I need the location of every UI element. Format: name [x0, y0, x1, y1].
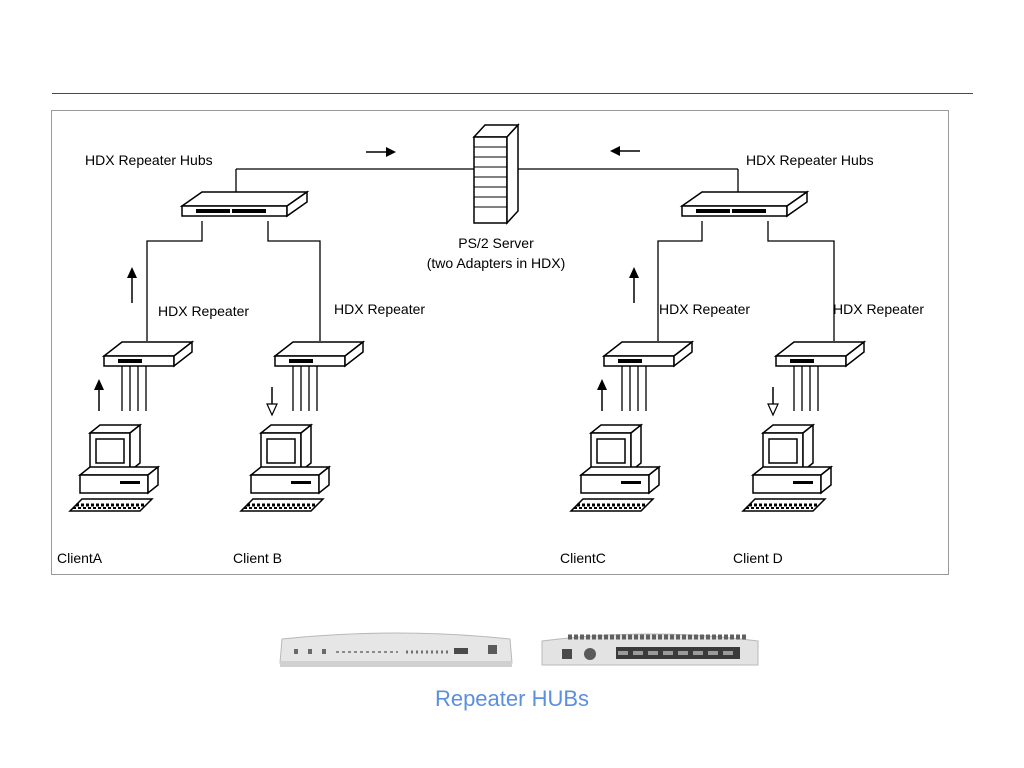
repeater-icon: [103, 341, 193, 367]
arrow-right-icon: [366, 147, 396, 157]
repeater-label: HDX Repeater: [158, 303, 249, 319]
client-label: ClientC: [560, 550, 606, 566]
repeater-hub-photo: [279, 632, 759, 667]
client-label: Client D: [733, 550, 783, 566]
server-icon: [472, 123, 520, 225]
arrow-down-icon: [767, 387, 779, 417]
arrow-up-icon: [629, 267, 639, 303]
arrow-up-icon: [597, 379, 607, 411]
hub-label-left: HDX Repeater Hubs: [85, 152, 213, 168]
hub-icon: [181, 191, 308, 217]
computer-icon: [68, 423, 160, 513]
repeater-icon: [274, 341, 364, 367]
repeater-label: HDX Repeater: [833, 301, 924, 317]
client-label: ClientA: [57, 550, 103, 566]
computer-icon: [741, 423, 833, 513]
arrow-left-icon: [610, 146, 640, 156]
hub-rear-image: [541, 633, 759, 666]
caption: Repeater HUBs: [434, 686, 590, 711]
computer-icon: [569, 423, 661, 513]
computer-icon: [239, 423, 331, 513]
arrow-up-icon: [94, 379, 104, 411]
repeater-icon: [603, 341, 693, 367]
hub-icon: [681, 191, 808, 217]
network-diagram: HDX Repeater Hubs HDX Repeater Hubs PS/2…: [57, 123, 924, 566]
repeater-icon: [775, 341, 865, 367]
client-label: Client B: [233, 550, 282, 566]
hub-label-right: HDX Repeater Hubs: [746, 152, 874, 168]
arrow-up-icon: [127, 267, 137, 303]
hub-front-image: [279, 632, 513, 667]
header-rule: [52, 93, 973, 94]
network-diagram-frame: HDX Repeater Hubs HDX Repeater Hubs PS/2…: [51, 110, 949, 575]
server-sublabel: (two Adapters in HDX): [427, 255, 566, 271]
arrow-down-icon: [266, 387, 278, 417]
repeater-label: HDX Repeater: [334, 301, 425, 317]
repeater-label: HDX Repeater: [659, 301, 750, 317]
server-label: PS/2 Server: [458, 235, 534, 251]
